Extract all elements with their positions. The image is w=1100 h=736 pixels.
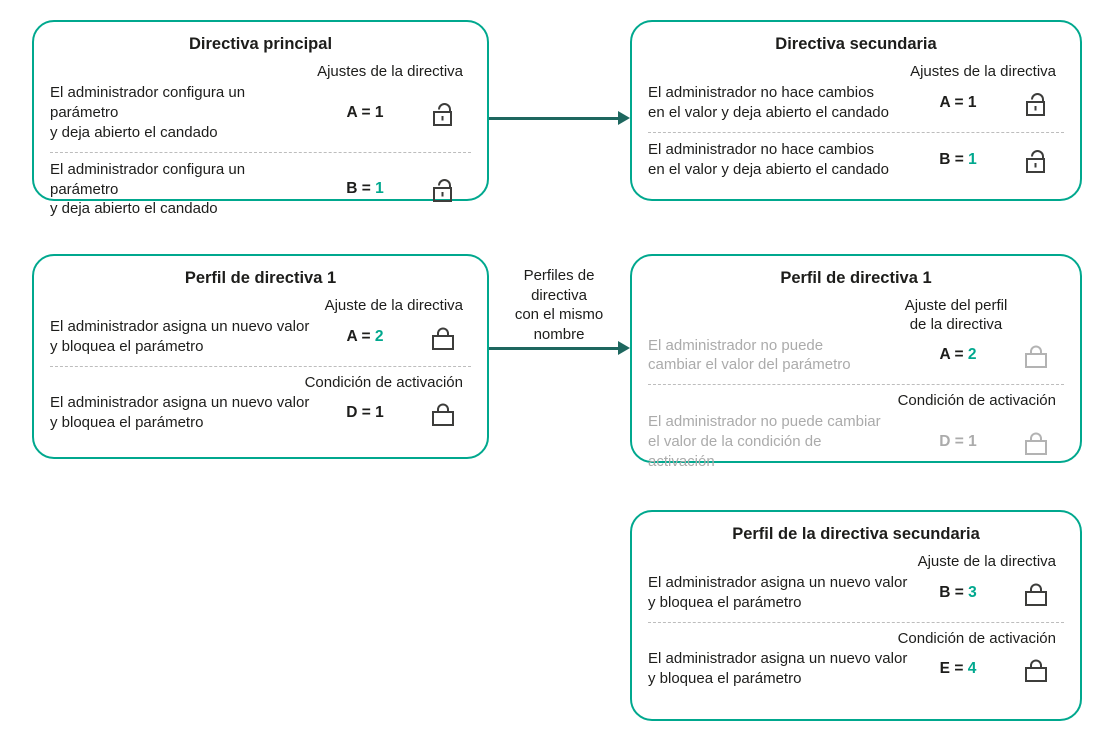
param-value: 2 (967, 346, 977, 364)
policy-setting-row: El administrador no hace cambios en el v… (648, 140, 1064, 180)
secondary-policy-profile-box: Perfil de la directiva secundaria Ajuste… (630, 510, 1082, 721)
policy-setting-row: Ajuste de la directiva El administrador … (648, 553, 1064, 613)
param-value: 2 (374, 327, 384, 345)
secondary-policy-box: Directiva secundaria Ajustes de la direc… (630, 20, 1082, 201)
row-value: A = 2 (908, 346, 1008, 364)
row-text: El administrador no puede cambiar el val… (648, 413, 881, 470)
open-padlock-icon (415, 99, 471, 127)
arrow-shaft (489, 346, 620, 350)
param-name: B = (939, 150, 964, 168)
open-padlock-icon (415, 175, 471, 203)
row-value: D = 1 (315, 404, 415, 422)
activation-condition-row: Condición de activación El administrador… (50, 374, 471, 434)
policy-setting-row: Ajuste de la directiva El administrador … (50, 297, 471, 357)
row-text: El administrador asigna un nuevo valor y… (648, 573, 908, 611)
param-value: 1 (375, 180, 384, 198)
dashed-divider (648, 621, 1064, 623)
row-text: El administrador no puede cambiar el val… (648, 336, 851, 374)
param-value: 1 (968, 150, 977, 168)
param-name: A = (939, 346, 964, 364)
policy-setting-row: El administrador configura un parámetro … (50, 160, 471, 220)
box-title: Perfil de directiva 1 (184, 269, 337, 287)
box-title: Perfil de la directiva secundaria (732, 525, 980, 543)
policy-setting-row: Ajustes de la directiva El administrador… (50, 63, 471, 143)
dashed-divider (648, 131, 1064, 133)
param-name: B = (939, 583, 964, 601)
row-text: El administrador asigna un nuevo valor y… (50, 394, 310, 432)
closed-padlock-icon (415, 399, 471, 427)
closed-padlock-icon (1008, 579, 1064, 607)
row-value: A = 1 (908, 94, 1008, 112)
row-label: Ajustes de la directiva (910, 63, 1056, 80)
param-value: 1 (375, 404, 384, 422)
param-name: E = (939, 660, 964, 678)
param-name: A = (939, 93, 964, 111)
row-label: Condición de activación (304, 373, 463, 391)
row-value: D = 1 (908, 433, 1008, 451)
param-value: 1 (967, 93, 977, 111)
closed-padlock-icon (415, 323, 471, 351)
policy-profile-1-box: Perfil de directiva 1 Ajuste de la direc… (32, 254, 489, 459)
box-title: Directiva secundaria (775, 35, 937, 53)
param-name: A = (346, 103, 371, 121)
open-padlock-icon (1008, 146, 1064, 174)
param-value: 1 (968, 433, 977, 451)
row-value: A = 2 (315, 328, 415, 346)
box-title: Perfil de directiva 1 (780, 269, 932, 287)
arrow-label: Perfiles de directiva con el mismo nombr… (514, 267, 604, 343)
row-value: A = 1 (315, 104, 415, 122)
param-name: B = (346, 180, 371, 198)
open-padlock-icon (1008, 89, 1064, 117)
arrow-head (618, 111, 630, 125)
activation-condition-row: Condición de activación El administrador… (648, 392, 1064, 472)
dashed-divider (50, 365, 471, 367)
inherited-policy-profile-1-box: Perfil de directiva 1 Ajuste del perfil … (630, 254, 1082, 470)
row-label: Condición de activación (897, 392, 1056, 410)
row-text: El administrador configura un parámetro … (50, 83, 246, 141)
dashed-divider (50, 151, 471, 153)
closed-padlock-icon (1008, 428, 1064, 456)
box-title: Directiva principal (188, 35, 333, 53)
row-text: El administrador asigna un nuevo valor y… (648, 650, 908, 688)
row-text: El administrador configura un parámetro … (50, 160, 246, 218)
closed-padlock-icon (1008, 341, 1064, 369)
row-label: Condición de activación (897, 629, 1056, 647)
param-value: 3 (968, 583, 977, 601)
closed-padlock-icon (1008, 655, 1064, 683)
arrow-shaft (489, 116, 620, 120)
row-label: Ajuste de la directiva (917, 553, 1056, 570)
row-value: B = 3 (908, 584, 1008, 602)
param-name: D = (939, 433, 964, 451)
main-policy-box: Directiva principal Ajustes de la direct… (32, 20, 489, 217)
row-value: E = 4 (908, 660, 1008, 678)
policy-setting-row: Ajuste del perfil de la directiva El adm… (648, 297, 1064, 375)
param-name: D = (346, 404, 371, 422)
param-value: 1 (374, 103, 384, 121)
row-label: Ajuste del perfil de la directiva (904, 297, 1008, 333)
row-value: B = 1 (315, 180, 415, 198)
dashed-divider (648, 384, 1064, 386)
param-name: A = (346, 327, 371, 345)
row-text: El administrador asigna un nuevo valor y… (50, 317, 310, 355)
policy-setting-row: Ajustes de la directiva El administrador… (648, 63, 1064, 123)
row-label: Ajuste de la directiva (324, 297, 463, 314)
param-value: 4 (967, 660, 977, 678)
row-text: El administrador no hace cambios en el v… (648, 83, 889, 121)
arrow-head (618, 341, 630, 355)
row-label: Ajustes de la directiva (317, 63, 463, 80)
row-value: B = 1 (908, 151, 1008, 169)
activation-condition-row: Condición de activación El administrador… (648, 630, 1064, 690)
row-text: El administrador no hace cambios en el v… (648, 140, 889, 178)
